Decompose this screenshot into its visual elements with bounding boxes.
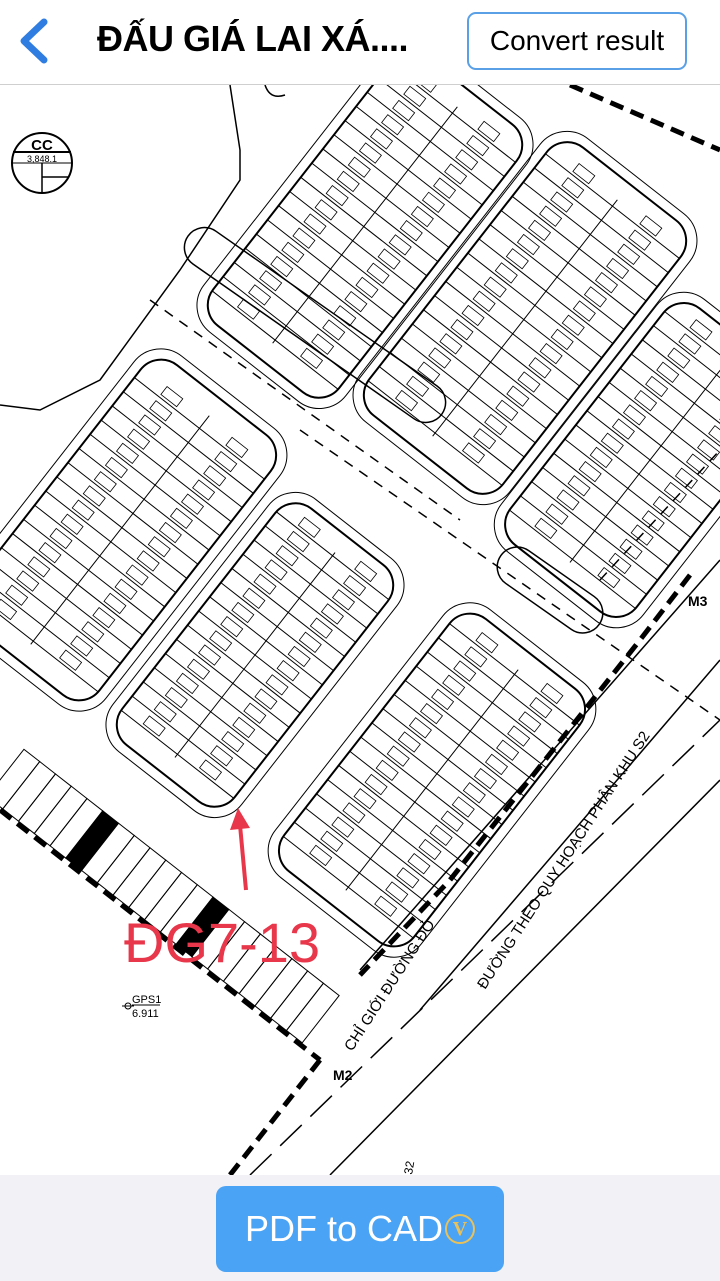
median-island xyxy=(496,546,604,634)
highlight-arrow xyxy=(230,808,250,891)
lot-block xyxy=(196,85,534,410)
road-centerline xyxy=(299,429,720,721)
cc-value: 3,848.1 xyxy=(27,154,57,164)
site-boundary xyxy=(228,1058,322,1175)
road-edge xyxy=(264,85,286,97)
lot-block xyxy=(267,602,597,958)
lot-block xyxy=(352,130,698,506)
marker-m3: M3 xyxy=(688,593,708,609)
pdf-to-cad-button[interactable]: PDF to CAD V xyxy=(216,1186,504,1272)
road-centerline xyxy=(249,719,720,1175)
chevron-left-icon xyxy=(20,18,48,64)
back-button[interactable] xyxy=(14,16,54,66)
site-boundary xyxy=(569,85,720,153)
page-title: ĐẤU GIÁ LAI XÁ.... xyxy=(97,18,409,59)
pdf-to-cad-label: PDF to CAD xyxy=(244,1208,444,1249)
gps-label: GPS1 xyxy=(132,994,161,1006)
road-centerline xyxy=(149,299,461,521)
road-centerline xyxy=(599,449,720,581)
road-number: 32 xyxy=(401,1160,417,1175)
lot-block xyxy=(493,291,720,629)
gps-value: 6.911 xyxy=(132,1008,159,1020)
nav-header: ĐẤU GIÁ LAI XÁ.... Convert result xyxy=(0,0,720,85)
site-boundary xyxy=(0,808,322,1062)
vip-badge-icon: V xyxy=(445,1214,476,1244)
marker-m2: M2 xyxy=(333,1067,353,1083)
highlight-lot-label: ĐG7-13 xyxy=(124,911,320,974)
road-edge xyxy=(329,779,720,1175)
road-label-main: ĐƯỜNG THEO QUY HOẠCH PHÂN KHU S2 xyxy=(474,728,654,992)
median-island xyxy=(183,226,447,424)
lot-strip xyxy=(0,748,340,1044)
road-edge xyxy=(0,85,241,411)
gps-point: GPS1 6.911 xyxy=(122,994,161,1020)
cc-symbol: CC 3,848.1 xyxy=(11,132,73,194)
cad-drawing-viewer[interactable]: CC 3,848.1 GPS1 6.911 M2 M3 ĐƯỜNG THEO Q… xyxy=(0,85,720,1175)
convert-result-button[interactable]: Convert result xyxy=(467,12,687,70)
road-edge xyxy=(419,659,720,1011)
site-plan-drawing: CC 3,848.1 GPS1 6.911 M2 M3 ĐƯỜNG THEO Q… xyxy=(0,85,720,1175)
lot-block xyxy=(105,491,405,819)
site-boundary xyxy=(358,573,692,977)
lot-block xyxy=(0,348,288,712)
bottom-bar: PDF to CAD V xyxy=(0,1175,720,1281)
cc-label: CC xyxy=(31,137,53,154)
